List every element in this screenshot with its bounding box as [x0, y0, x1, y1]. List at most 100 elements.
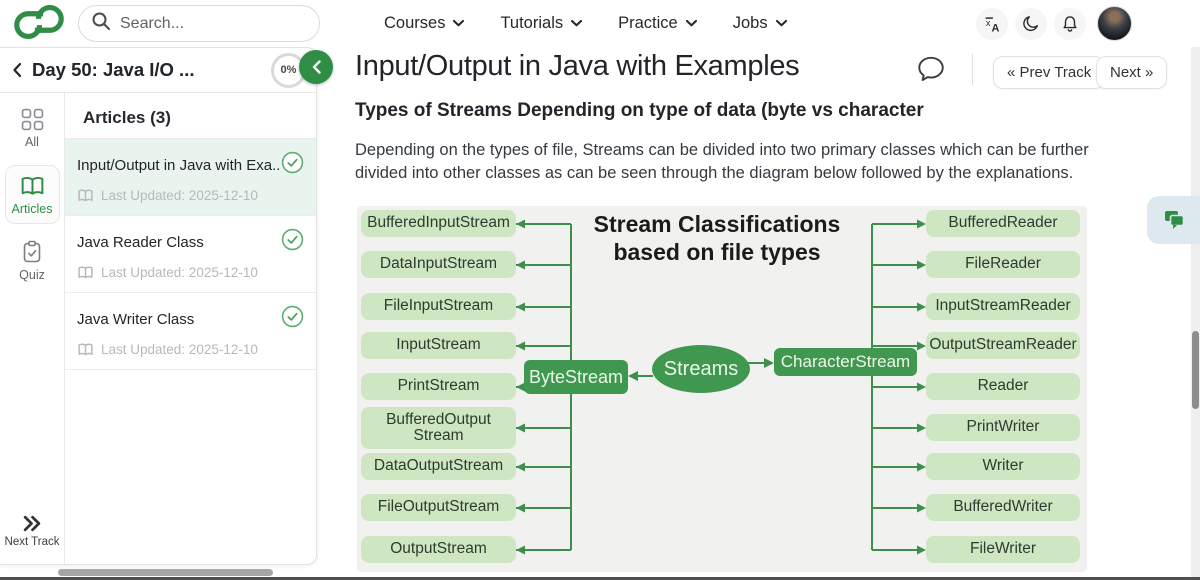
rail-tab-label: Quiz	[19, 268, 45, 282]
diagram-node: Reader	[926, 373, 1080, 400]
vertical-scrollbar-thumb[interactable]	[1192, 331, 1199, 409]
search-input[interactable]	[120, 14, 290, 33]
check-circle-icon	[281, 228, 304, 256]
page-title: Input/Output in Java with Examples	[355, 50, 800, 82]
prev-track-button[interactable]: « Prev Track	[993, 56, 1106, 89]
book-small-icon	[78, 266, 93, 279]
stream-classification-diagram: Stream Classifications based on file typ…	[357, 206, 1087, 572]
diagram-node: DataOutputStream	[361, 453, 516, 480]
diagram-node: OutputStreamReader	[926, 332, 1080, 359]
search-box[interactable]	[78, 5, 320, 42]
diagram-node: Writer	[926, 453, 1080, 480]
check-circle-icon	[281, 151, 304, 179]
translate-icon[interactable]: x A	[976, 7, 1008, 40]
dark-mode-moon-icon[interactable]	[1015, 7, 1047, 40]
diagram-title-line1: Stream Classifications	[593, 211, 841, 237]
diagram-title: Stream Classifications based on file typ…	[582, 211, 852, 266]
sidebar-header: Day 50: Java I/O ... 0%	[0, 48, 316, 93]
section-heading: Types of Streams Depending on type of da…	[355, 100, 924, 121]
nav-item-practice[interactable]: Practice	[618, 14, 697, 33]
chevron-down-icon	[685, 20, 697, 27]
grid-icon	[21, 108, 43, 131]
rail-tab-articles[interactable]: Articles	[4, 165, 60, 224]
article-list-item[interactable]: Java Reader Class Last Updated: 2025-12-…	[65, 215, 316, 292]
back-chevron-icon[interactable]	[12, 62, 22, 78]
diagram-node: FileWriter	[926, 536, 1080, 563]
divider	[972, 54, 973, 85]
window-bottom-edge	[0, 577, 1200, 580]
double-chevron-right-icon	[23, 515, 41, 532]
diagram-title-line2: based on file types	[613, 238, 821, 265]
nav-item-tutorials[interactable]: Tutorials	[500, 14, 583, 33]
rail-tab-all[interactable]: All	[21, 108, 44, 149]
comment-bubble-icon[interactable]	[915, 53, 947, 90]
article-list-item[interactable]: Java Writer Class Last Updated: 2025-12-…	[65, 292, 316, 369]
check-circle-icon	[281, 305, 304, 333]
chevron-left-icon	[312, 60, 321, 74]
chat-widget-button[interactable]	[1147, 196, 1200, 244]
next-track-button[interactable]: Next Track	[4, 514, 60, 548]
track-title: Day 50: Java I/O ...	[32, 59, 195, 80]
course-sidebar: Day 50: Java I/O ... 0% All Articles	[0, 47, 317, 565]
nav-item-label: Practice	[618, 14, 678, 32]
diagram-node: PrintWriter	[926, 414, 1080, 441]
rail-tab-label: Articles	[11, 202, 53, 216]
diagram-node: InputStream	[361, 332, 516, 359]
horizontal-scrollbar-thumb[interactable]	[58, 569, 273, 576]
navbar-icons: x A	[976, 6, 1132, 41]
article-title: Input/Output in Java with Exa...	[77, 156, 281, 174]
book-small-icon	[78, 189, 93, 202]
sidebar-rail: All Articles Quiz	[0, 93, 65, 564]
nav-item-label: Courses	[384, 14, 446, 32]
rail-tab-label: All	[25, 135, 39, 149]
chat-bubbles-icon	[1164, 211, 1184, 229]
diagram-node: FileOutputStream	[361, 494, 516, 521]
diagram-node: BufferedInputStream	[361, 210, 516, 237]
diagram-node: FileReader	[926, 251, 1080, 278]
rail-tab-quiz[interactable]: Quiz	[19, 240, 45, 282]
diagram-node-streams: Streams	[652, 345, 750, 393]
nav-item-label: Tutorials	[500, 14, 564, 32]
article-title: Java Reader Class	[77, 233, 204, 251]
article-title: Java Writer Class	[77, 310, 195, 328]
nav-item-jobs[interactable]: Jobs	[733, 14, 787, 33]
chevron-down-icon	[775, 20, 787, 27]
diagram-node: DataInputStream	[361, 251, 516, 278]
diagram-node: OutputStream	[361, 536, 516, 563]
nav-item-label: Jobs	[732, 14, 768, 32]
diagram-node-bytestream: ByteStream	[524, 360, 628, 394]
next-track-label: Next Track	[4, 536, 60, 548]
sidebar-body: All Articles Quiz	[0, 93, 316, 564]
chevron-down-icon	[571, 20, 583, 27]
user-avatar[interactable]	[1097, 6, 1132, 41]
nav-menu: Courses Tutorials Practice Jobs	[384, 0, 787, 47]
article-updated: Last Updated: 2025-12-10	[101, 188, 258, 203]
diagram-node-characterstream: CharacterStream	[774, 348, 917, 376]
diagram-node: BufferedWriter	[926, 494, 1080, 521]
open-book-icon	[21, 176, 43, 195]
diagram-node: PrintStream	[361, 373, 516, 400]
diagram-node: InputStreamReader	[926, 293, 1080, 320]
collapse-sidebar-button[interactable]	[299, 50, 333, 84]
svg-text:A: A	[992, 22, 1000, 34]
clipboard-quiz-icon	[23, 240, 41, 263]
diagram-node: BufferedOutput Stream	[361, 407, 516, 449]
top-navbar: Courses Tutorials Practice Jobs x A	[0, 0, 1200, 47]
article-updated: Last Updated: 2025-12-10	[101, 342, 258, 357]
geeksforgeeks-logo-icon[interactable]	[8, 4, 70, 45]
body-paragraph: Depending on the types of file, Streams …	[355, 141, 1089, 183]
progress-value: 0%	[280, 64, 297, 76]
diagram-node: BufferedReader	[926, 210, 1080, 237]
vertical-scrollbar	[1191, 47, 1200, 580]
article-updated: Last Updated: 2025-12-10	[101, 265, 258, 280]
chevron-down-icon	[453, 20, 465, 27]
nav-item-courses[interactable]: Courses	[384, 14, 465, 33]
next-button[interactable]: Next »	[1096, 56, 1168, 89]
notifications-bell-icon[interactable]	[1054, 7, 1086, 40]
search-icon	[91, 11, 111, 36]
svg-text:x: x	[986, 17, 991, 27]
article-list-item[interactable]: Input/Output in Java with Exa... Last Up…	[65, 138, 316, 215]
diagram-node: FileInputStream	[361, 293, 516, 320]
articles-list-header: Articles (3)	[83, 108, 171, 127]
articles-pane: Articles (3) Input/Output in Java with E…	[65, 93, 316, 564]
